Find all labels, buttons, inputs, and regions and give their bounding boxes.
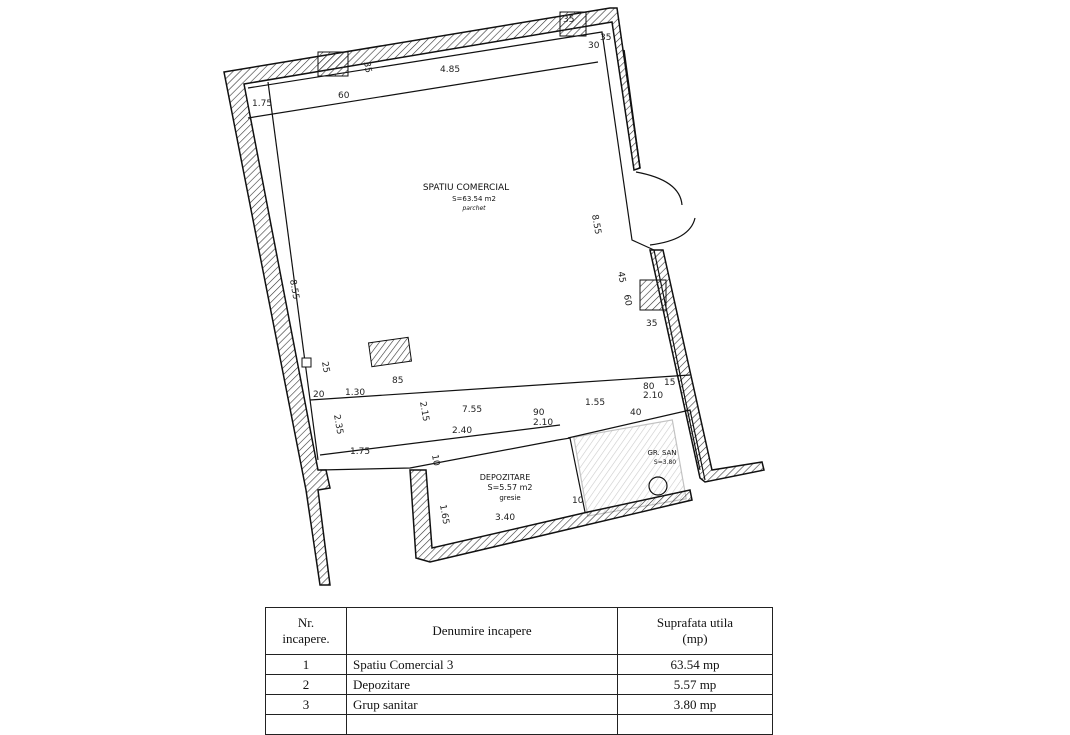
dim-label: 30 — [588, 41, 600, 51]
dim-label: 85 — [392, 376, 403, 386]
dim-label: 25 — [319, 361, 331, 374]
column — [639, 279, 667, 311]
room-schedule-table: Nr.incapere. Denumire incapere Suprafata… — [265, 607, 773, 735]
dimension-labels: 4.85 1.75 60 8.55 8.55 7.55 1.30 85 20 2… — [252, 15, 675, 525]
cell-nr: 2 — [265, 674, 347, 695]
cell-area: 5.57 mp — [617, 674, 773, 695]
dim-label: 90 — [533, 408, 545, 418]
cell-name: Depozitare — [346, 674, 618, 695]
header-text: (mp) — [682, 631, 708, 646]
dim-label: 40 — [630, 408, 642, 418]
room-area-storage: S=5.57 m2 — [487, 483, 532, 492]
column — [317, 51, 349, 77]
cell-empty — [346, 714, 618, 735]
cell-nr: 3 — [265, 694, 347, 715]
dim-label: 1.75 — [350, 447, 370, 457]
room-name-storage: DEPOZITARE — [480, 473, 531, 482]
dim-label: 10 — [429, 454, 441, 467]
header-name: Denumire incapere — [346, 607, 618, 655]
dim-label: 35 — [361, 61, 373, 74]
dim-label: 45 — [615, 271, 627, 284]
room-area-wc: S=3.80 — [654, 459, 676, 466]
dim-label: 15 — [664, 378, 675, 388]
dim-label: 8.55 — [589, 214, 602, 235]
table-header-row: Nr.incapere. Denumire incapere Suprafata… — [265, 607, 773, 655]
dim-label: 60 — [338, 91, 350, 101]
room-finish-commercial: parchet — [461, 205, 486, 212]
dim-label: 3.40 — [495, 513, 515, 523]
table-row: 1 Spatiu Comercial 3 63.54 mp — [265, 654, 773, 675]
column — [559, 11, 587, 37]
interior-lines — [247, 31, 706, 517]
dim-label: 1.65 — [437, 504, 450, 525]
header-area: Suprafata utila(mp) — [617, 607, 773, 655]
dim-label: 2.10 — [533, 418, 553, 428]
room-finish-storage: gresie — [499, 494, 520, 502]
table-row: 2 Depozitare 5.57 mp — [265, 674, 773, 695]
cell-name: Grup sanitar — [346, 694, 618, 715]
header-text: Nr. — [297, 615, 315, 630]
dim-label: 35 — [563, 15, 574, 25]
dim-label: 2.15 — [417, 401, 430, 422]
dim-label: 7.55 — [462, 405, 482, 415]
dim-label: 1.30 — [345, 388, 365, 398]
dim-label: 35 — [600, 33, 611, 43]
dim-label: 35 — [646, 319, 657, 329]
exterior-walls — [223, 7, 765, 586]
cell-area: 63.54 mp — [617, 654, 773, 675]
room-area-commercial: S=63.54 m2 — [452, 195, 496, 203]
dim-label: 80 — [643, 382, 655, 392]
room-name-wc: GR. SAN — [647, 449, 676, 457]
column — [367, 336, 413, 368]
room-name-commercial: SPATIU COMERCIAL — [423, 183, 509, 193]
cell-name: Spatiu Comercial 3 — [346, 654, 618, 675]
dim-label: 2.35 — [331, 414, 344, 435]
dim-label: 1.55 — [585, 398, 605, 408]
cell-nr: 1 — [265, 654, 347, 675]
dim-label: 1.75 — [252, 99, 272, 109]
floor-plan: SPATIU COMERCIAL S=63.54 m2 parchet DEPO… — [223, 7, 765, 586]
header-text: incapere. — [282, 631, 330, 646]
dim-label: 8.55 — [287, 279, 300, 300]
dim-label: 4.85 — [440, 65, 460, 75]
cell-empty — [265, 714, 347, 735]
dim-label: 60 — [621, 294, 633, 307]
cell-empty — [617, 714, 773, 735]
dim-label: 2.40 — [452, 426, 472, 436]
header-text: Suprafata utila — [656, 615, 734, 630]
header-nr: Nr.incapere. — [265, 607, 347, 655]
dim-label: 10 — [572, 496, 584, 506]
column — [301, 357, 312, 368]
table-row-empty — [265, 714, 773, 735]
dim-label: 2.10 — [643, 391, 663, 401]
dim-label: 20 — [313, 390, 325, 400]
table-row: 3 Grup sanitar 3.80 mp — [265, 694, 773, 715]
cell-area: 3.80 mp — [617, 694, 773, 715]
